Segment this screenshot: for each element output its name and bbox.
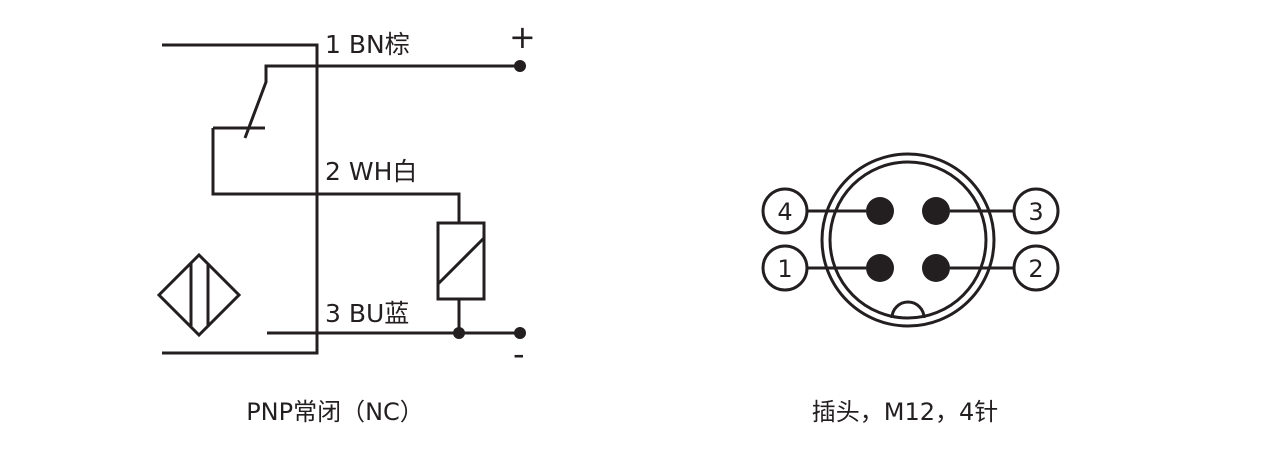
terminal-minus-dot <box>514 327 526 339</box>
connector-caption: 插头，M12，4针 <box>812 398 999 426</box>
terminal-plus-dot <box>514 60 526 72</box>
wire-2-label: 2 WH白 <box>325 157 417 186</box>
wire-1-line <box>243 64 520 139</box>
wire-3-label: 3 BU蓝 <box>325 299 409 328</box>
junction-dot <box>453 327 465 339</box>
plus-label: + <box>509 18 536 56</box>
pin-label-2: 2 <box>1028 255 1043 283</box>
pin-4 <box>866 197 894 225</box>
load-diagonal <box>436 236 486 286</box>
sensor-housing-line <box>162 43 319 355</box>
minus-label: - <box>513 335 525 373</box>
wiring-caption: PNP常闭（NC） <box>246 398 424 426</box>
wire-1-label: 1 BN棕 <box>325 30 410 59</box>
m12-connector <box>761 152 1060 328</box>
wire-2-line <box>211 128 461 223</box>
pin-label-1: 1 <box>777 255 792 283</box>
load-resistor <box>436 221 486 301</box>
key-notch <box>890 300 926 319</box>
pin-2 <box>922 254 950 282</box>
proximity-sensor-icon <box>156 252 242 338</box>
pin-label-4: 4 <box>777 198 792 226</box>
pin-1 <box>866 254 894 282</box>
pin-3 <box>922 197 950 225</box>
pin-label-3: 3 <box>1028 198 1043 226</box>
